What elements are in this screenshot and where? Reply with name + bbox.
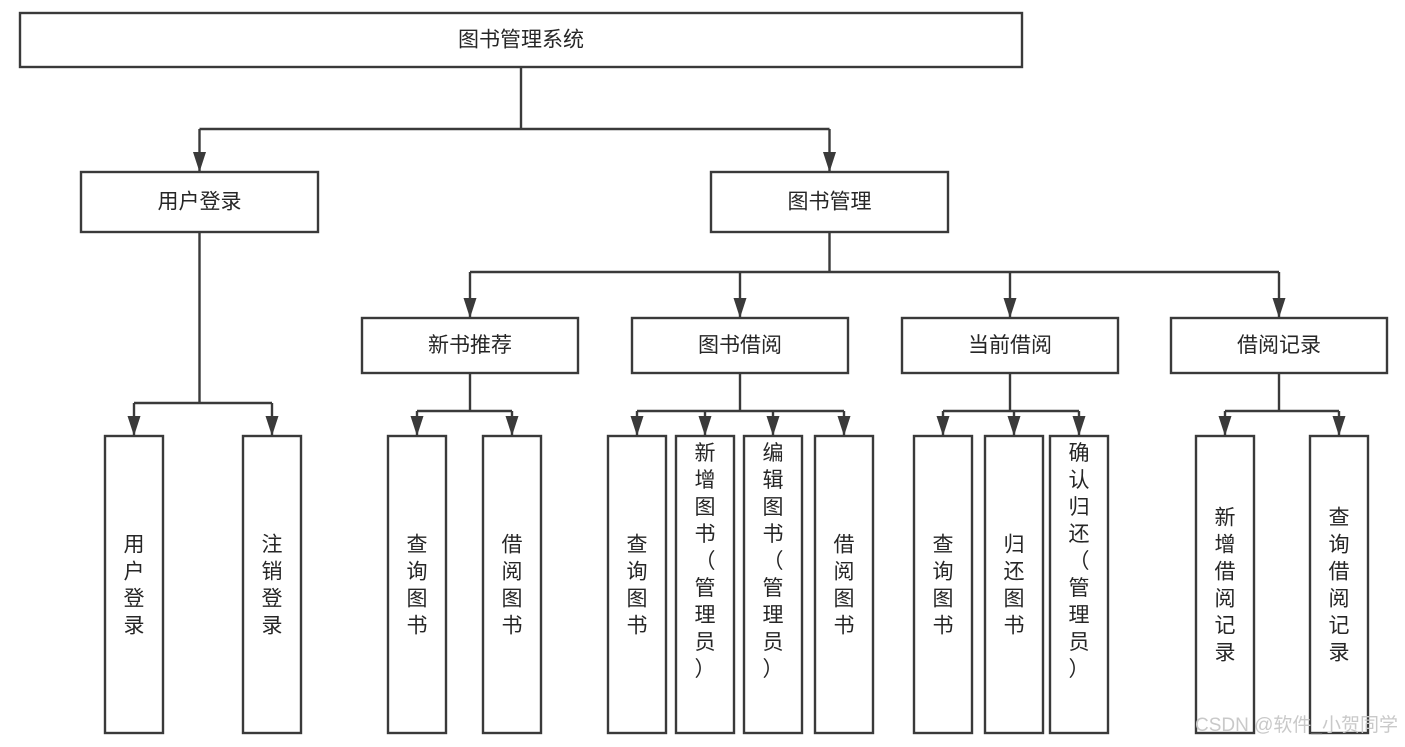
node-box — [79, 170, 320, 234]
node-label: 新增图书（管理员） — [695, 442, 716, 681]
arrow-head-icon — [505, 416, 519, 436]
node-box — [1169, 316, 1389, 375]
node-box — [630, 316, 850, 375]
node-label: 借阅记录 — [1237, 334, 1321, 357]
node-box — [900, 316, 1120, 375]
node-box — [1048, 434, 1110, 735]
node-new-book-rec[interactable]: 新书推荐 — [360, 316, 580, 375]
arrow-head-icon — [265, 416, 279, 436]
node-label: 用户登录 — [124, 534, 145, 638]
node-leaf-query-book-1[interactable]: 查询图书 — [386, 434, 448, 735]
arrow-head-icon — [1218, 416, 1232, 436]
node-label: 查询图书 — [627, 534, 648, 638]
node-leaf-borrow-book-2[interactable]: 借阅图书 — [813, 434, 875, 735]
arrow-head-icon — [1272, 298, 1286, 318]
node-box — [1194, 434, 1256, 735]
node-label: 查询借阅记录 — [1329, 507, 1350, 665]
node-label: 借阅图书 — [834, 534, 855, 638]
arrow-head-icon — [766, 416, 780, 436]
node-leaf-query-book-2[interactable]: 查询图书 — [606, 434, 668, 735]
node-leaf-query-book-3[interactable]: 查询图书 — [912, 434, 974, 735]
node-box — [386, 434, 448, 735]
arrow-head-icon — [936, 416, 950, 436]
node-borrow-record[interactable]: 借阅记录 — [1169, 316, 1389, 375]
arrow-head-icon — [1332, 416, 1346, 436]
node-leaf-logout[interactable]: 注销登录 — [241, 434, 303, 735]
node-label: 当前借阅 — [968, 334, 1052, 357]
node-box — [674, 434, 736, 735]
node-leaf-return-book[interactable]: 归还图书 — [983, 434, 1045, 735]
node-box — [912, 434, 974, 735]
node-label: 注销登录 — [262, 534, 283, 638]
node-label: 编辑图书（管理员） — [763, 442, 784, 681]
csdn-watermark: CSDN @软件_小贺同学 — [1195, 714, 1398, 736]
arrow-head-icon — [463, 298, 477, 318]
node-box — [18, 11, 1024, 69]
node-label: 图书借阅 — [698, 334, 782, 357]
node-root[interactable]: 图书管理系统 — [18, 11, 1024, 69]
node-leaf-user-login[interactable]: 用户登录 — [103, 434, 165, 735]
arrow-head-icon — [698, 416, 712, 436]
node-leaf-edit-book[interactable]: 编辑图书（管理员） — [742, 434, 804, 735]
node-label: 图书管理系统 — [458, 29, 584, 52]
edge-group-borrow-record — [1218, 373, 1346, 436]
arrow-head-icon — [837, 416, 851, 436]
node-box — [481, 434, 543, 735]
node-leaf-query-record[interactable]: 查询借阅记录 — [1308, 434, 1370, 735]
node-box — [103, 434, 165, 735]
node-box — [606, 434, 668, 735]
node-box — [983, 434, 1045, 735]
node-book-manage[interactable]: 图书管理 — [709, 170, 950, 234]
node-label: 确认归还（管理员） — [1069, 442, 1090, 681]
node-box — [813, 434, 875, 735]
arrow-head-icon — [1003, 298, 1017, 318]
node-label: 新增借阅记录 — [1215, 507, 1236, 665]
arrow-head-icon — [823, 152, 836, 172]
edge-group-book-borrow — [630, 373, 851, 436]
arrow-head-icon — [410, 416, 424, 436]
node-box — [742, 434, 804, 735]
arrow-head-icon — [733, 298, 747, 318]
node-leaf-add-record[interactable]: 新增借阅记录 — [1194, 434, 1256, 735]
node-book-borrow[interactable]: 图书借阅 — [630, 316, 850, 375]
node-leaf-add-book[interactable]: 新增图书（管理员） — [674, 434, 736, 735]
edge-group-current-borrow — [936, 373, 1086, 436]
connectors-layer — [127, 67, 1346, 436]
node-leaf-borrow-book-1[interactable]: 借阅图书 — [481, 434, 543, 735]
arrow-head-icon — [1007, 416, 1021, 436]
edge-group-new-book-rec — [410, 373, 519, 436]
node-user-login[interactable]: 用户登录 — [79, 170, 320, 234]
arrow-head-icon — [1072, 416, 1086, 436]
edge-group-book-manage — [463, 232, 1286, 318]
arrow-head-icon — [127, 416, 141, 436]
node-label: 借阅图书 — [502, 534, 523, 638]
edge-group-user-login — [127, 232, 279, 436]
node-label: 查询图书 — [407, 534, 428, 638]
node-label: 归还图书 — [1004, 534, 1025, 638]
arrow-head-icon — [193, 152, 206, 172]
node-label: 查询图书 — [933, 534, 954, 638]
node-box — [241, 434, 303, 735]
arrow-head-icon — [630, 416, 644, 436]
edge-group-root — [193, 67, 836, 172]
node-label: 图书管理 — [788, 191, 872, 214]
node-leaf-confirm-return[interactable]: 确认归还（管理员） — [1048, 434, 1110, 735]
node-current-borrow[interactable]: 当前借阅 — [900, 316, 1120, 375]
node-box — [360, 316, 580, 375]
nodes-layer: 图书管理系统用户登录图书管理新书推荐图书借阅当前借阅借阅记录用户登录注销登录查询… — [18, 11, 1389, 735]
node-label: 新书推荐 — [428, 334, 512, 357]
node-box — [1308, 434, 1370, 735]
node-label: 用户登录 — [158, 191, 242, 214]
node-box — [709, 170, 950, 234]
